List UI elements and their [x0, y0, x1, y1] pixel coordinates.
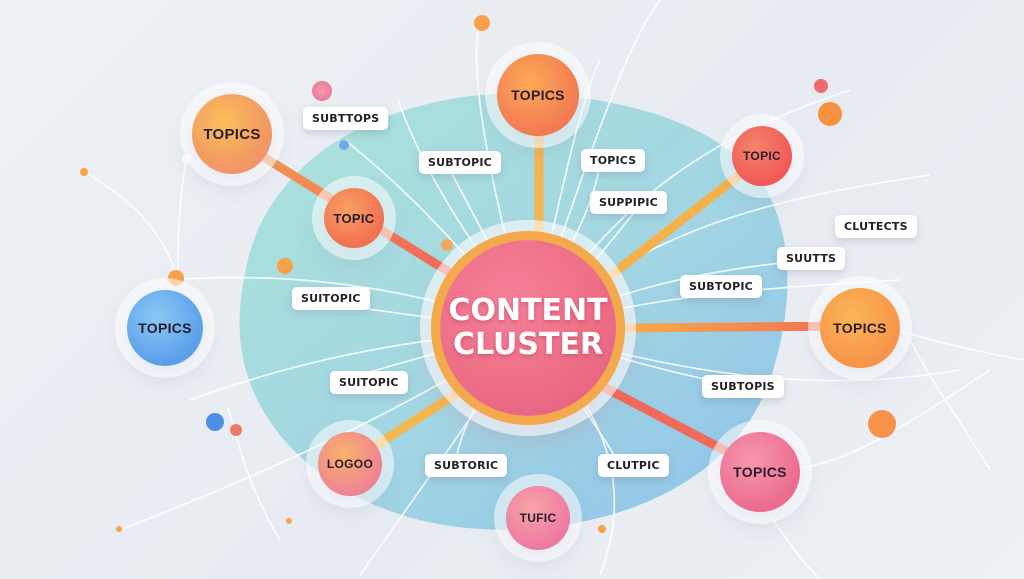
- topic-node: LOGOO: [318, 432, 382, 496]
- topic-node: TOPICS: [192, 94, 272, 174]
- decor-dot: [80, 168, 88, 176]
- subtopic-tag: TOPICS: [581, 149, 646, 172]
- topic-node: TOPICS: [497, 54, 579, 136]
- decor-dot: [598, 525, 606, 533]
- decor-dot: [818, 102, 842, 126]
- subtopic-tag: SUITOPIC: [292, 287, 370, 310]
- topic-node-label: TOPICS: [733, 464, 787, 480]
- decor-dot: [168, 270, 184, 286]
- decor-dot: [441, 239, 453, 251]
- topic-node: TOPIC: [732, 126, 792, 186]
- subtopic-tag: SUBTOPIC: [419, 151, 501, 174]
- decor-dot: [312, 81, 332, 101]
- hub-title-line1: CONTENT: [448, 293, 608, 328]
- decor-dot: [286, 518, 292, 524]
- topic-node: TOPICS: [820, 288, 900, 368]
- topic-node-label: LOGOO: [326, 457, 374, 471]
- topic-node-label: TOPICS: [138, 320, 192, 336]
- decor-dot: [230, 424, 242, 436]
- subtopic-tag: SUUTTS: [777, 247, 846, 270]
- subtopic-tag: SUBTOPIC: [680, 275, 762, 298]
- decor-dot: [474, 15, 490, 31]
- topic-node: TOPICS: [720, 432, 800, 512]
- topic-node-label: TOPICS: [511, 87, 565, 103]
- subtopic-tag: CLUTPIC: [598, 454, 669, 477]
- topic-node-label: TOPICS: [203, 125, 261, 143]
- content-cluster-hub: CONTENT CLUSTER: [440, 240, 616, 416]
- topic-node-label: TOPICS: [833, 320, 887, 336]
- decor-dot: [206, 413, 224, 431]
- topic-node-label: TUFIC: [519, 511, 557, 525]
- topic-node-label: TOPIC: [333, 210, 375, 226]
- subtopic-tag: SUBTTOPS: [303, 107, 389, 130]
- decor-dot: [182, 154, 192, 164]
- subtopic-tag: SUBTORIC: [425, 454, 508, 477]
- topic-node: TUFIC: [506, 486, 570, 550]
- subtopic-tag: SUITOPIC: [330, 371, 408, 394]
- topic-node: TOPICS: [127, 290, 203, 366]
- decor-dot: [116, 526, 122, 532]
- subtopic-tag: CLUTECTS: [835, 215, 917, 238]
- topic-node-label: TOPIC: [743, 149, 781, 163]
- decor-dot: [339, 140, 349, 150]
- decor-dot: [868, 410, 896, 438]
- topic-node: TOPIC: [324, 188, 384, 248]
- subtopic-tag: SUPPIPIC: [590, 191, 667, 214]
- decor-dot: [277, 258, 293, 274]
- hub-title-line2: CLUSTER: [452, 327, 604, 362]
- subtopic-tag: SUBTOPIS: [702, 375, 784, 398]
- decor-dot: [814, 79, 828, 93]
